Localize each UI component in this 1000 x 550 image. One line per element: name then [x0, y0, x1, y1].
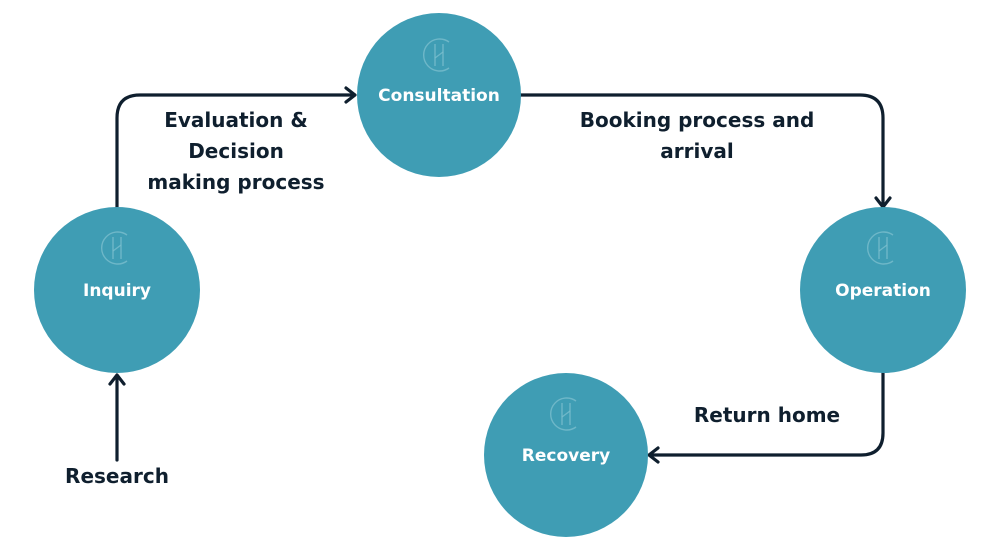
arrow-head-into-inquiry	[108, 373, 126, 386]
edge-label-booking-line-1: Booking process and	[580, 108, 815, 132]
edge-consultation-to-operation	[518, 93, 885, 206]
node-circle-inquiry	[34, 207, 200, 373]
edge-operation-to-recovery	[650, 370, 885, 457]
node-label-inquiry: Inquiry	[83, 281, 151, 301]
node-circle-recovery	[484, 373, 648, 537]
edge-label-evaluation-line-2: Decision	[188, 139, 284, 163]
node-label-recovery: Recovery	[522, 446, 610, 466]
arrow-head-into-consultation	[344, 86, 357, 104]
node-label-operation: Operation	[835, 281, 931, 301]
hc-logo-icon	[422, 38, 450, 72]
hc-logo-icon	[549, 397, 577, 431]
node-label-consultation: Consultation	[378, 86, 500, 106]
edge-label-evaluation-line-1: Evaluation &	[164, 108, 308, 132]
edge-inquiry-to-consultation	[115, 93, 354, 209]
node-circle-operation	[800, 207, 966, 373]
arrow-head-into-recovery	[647, 446, 660, 464]
hc-logo-icon	[100, 231, 128, 265]
hc-logo-icon	[866, 231, 894, 265]
edge-label-evaluation-line-3: making process	[147, 170, 324, 194]
node-operation: Operation	[800, 207, 966, 373]
edge-label-return-home: Return home	[694, 403, 840, 427]
edge-label-booking-line-2: arrival	[660, 139, 733, 163]
edge-label-research: Research	[65, 464, 169, 488]
node-circle-consultation	[357, 13, 521, 177]
node-inquiry: Inquiry	[34, 207, 200, 373]
node-consultation: Consultation	[357, 13, 521, 177]
node-recovery: Recovery	[484, 373, 648, 537]
